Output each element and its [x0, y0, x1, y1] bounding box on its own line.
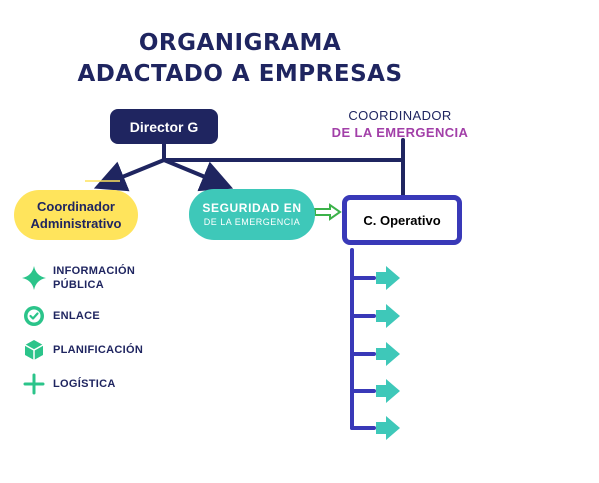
- coordinator-title-line2: DE LA EMERGENCIA: [331, 125, 469, 140]
- cube-icon: [24, 340, 44, 360]
- legend-label: INFORMACIÓN PÚBLICA: [53, 264, 135, 292]
- seguridad-line1: SEGURIDAD EN: [202, 200, 302, 215]
- diagram-title-line2: ADACTADO A EMPRESAS: [77, 61, 403, 87]
- coordinador-administrativo-node: Coordinador Administrativo: [14, 190, 138, 240]
- coord-admin-line2: Administrativo: [30, 216, 122, 231]
- legend-label-line2: PÚBLICA: [53, 279, 104, 291]
- seguridad-to-operativo-arrow: [314, 203, 342, 221]
- teal-arrow-icon: [376, 304, 400, 328]
- plus-icon: [23, 373, 45, 395]
- c-operativo-node: C. Operativo: [342, 195, 462, 245]
- sparkle-icon: [22, 266, 46, 290]
- legend-label: LOGÍSTICA: [53, 378, 116, 390]
- director-to-seguridad-line: [162, 158, 234, 192]
- diagram-title-line1: ORGANIGRAMA: [138, 30, 342, 56]
- legend-item-informacion-publica: INFORMACIÓN PÚBLICA: [22, 264, 135, 292]
- teal-arrow-icon: [376, 342, 400, 366]
- coord-admin-line1: Coordinador: [36, 199, 115, 214]
- legend-label: ENLACE: [53, 310, 101, 322]
- director-to-coord-admin-line: [93, 158, 166, 192]
- director-node: Director G: [110, 109, 218, 144]
- operativo-branch-lines: [350, 248, 376, 430]
- legend-item-enlace: ENLACE: [22, 304, 100, 328]
- seguridad-emergencia-node: SEGURIDAD EN DE LA EMERGENCIA: [189, 189, 315, 240]
- legend-item-logistica: LOGÍSTICA: [22, 372, 116, 396]
- teal-arrow-icon: [376, 379, 400, 403]
- legend-item-planificacion: PLANIFICACIÓN: [22, 338, 143, 362]
- seguridad-line2: DE LA EMERGENCIA: [203, 216, 301, 227]
- check-circle-icon: [24, 306, 44, 326]
- coordinator-title-line1: COORDINADOR: [348, 108, 452, 123]
- legend-label: PLANIFICACIÓN: [53, 344, 144, 356]
- teal-arrow-icon: [376, 416, 400, 440]
- legend-label-line1: INFORMACIÓN: [53, 265, 136, 277]
- teal-arrow-icon: [376, 266, 400, 290]
